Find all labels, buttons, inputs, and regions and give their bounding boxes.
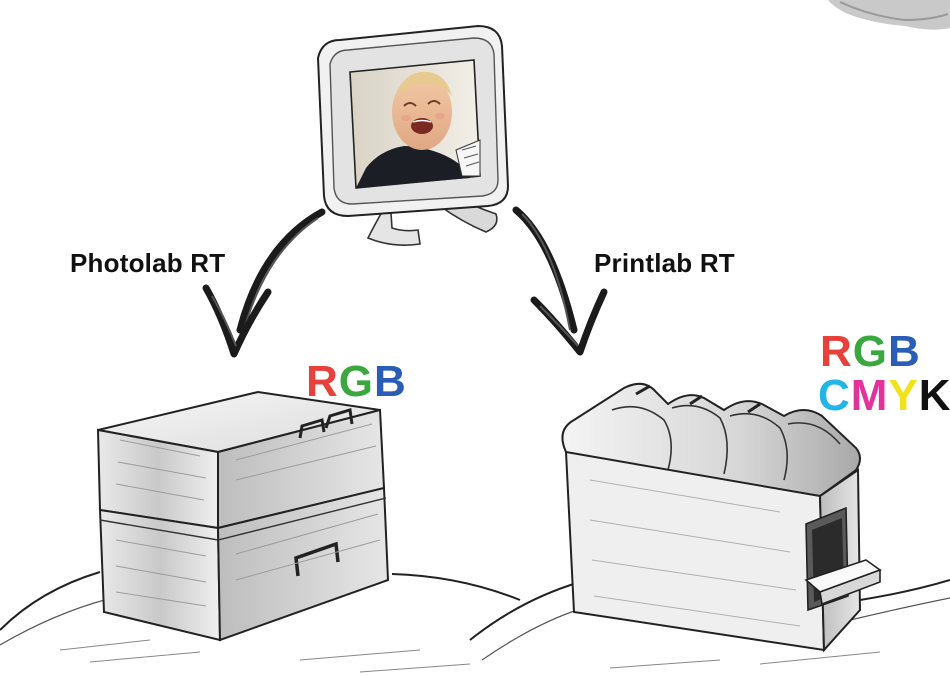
crying-baby-photo — [356, 71, 470, 188]
letter-g: G — [338, 357, 375, 406]
printer-icon — [561, 382, 882, 653]
left-arrow-icon — [202, 208, 326, 358]
letter-m: M — [850, 371, 889, 420]
letter-r: R — [820, 327, 853, 376]
right-arrow-icon — [512, 206, 608, 356]
corner-decoration — [828, 0, 950, 30]
left-rgb-label: RGB — [306, 360, 407, 404]
letter-r: R — [306, 357, 339, 406]
printlab-rt-label: Printlab RT — [594, 248, 735, 278]
photo-lab-minilab-icon — [96, 390, 390, 642]
right-rgb-label: RGB — [820, 330, 921, 374]
letter-g: G — [852, 327, 889, 376]
photolab-rt-label: Photolab RT — [70, 248, 226, 278]
right-cmyk-label: CMYK — [818, 374, 950, 418]
letter-c: C — [818, 371, 851, 420]
letter-b: B — [374, 357, 407, 406]
monitor-icon — [316, 24, 510, 246]
letter-k: K — [918, 371, 950, 420]
letter-y: Y — [888, 371, 919, 420]
floor-sketch — [0, 571, 950, 673]
letter-b: B — [888, 327, 921, 376]
